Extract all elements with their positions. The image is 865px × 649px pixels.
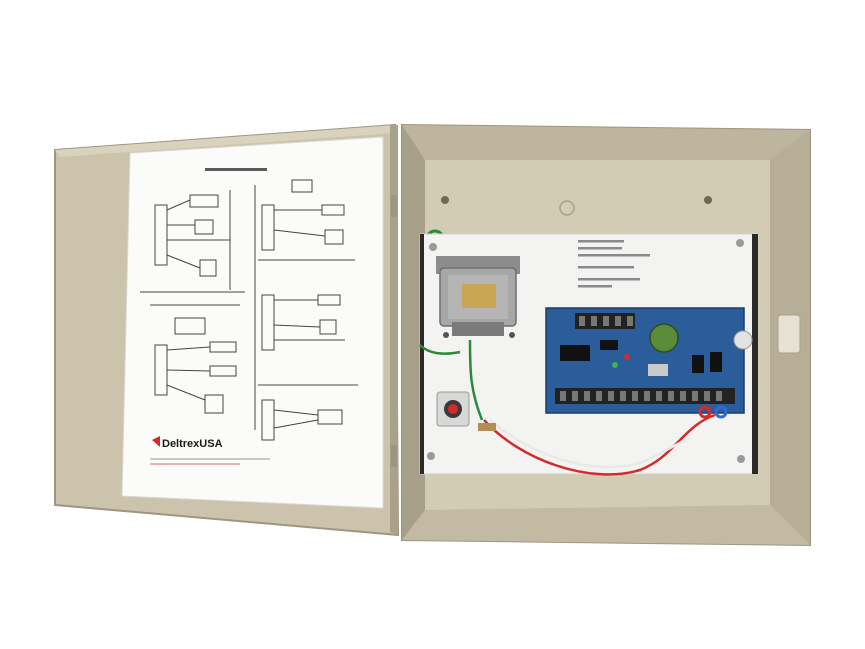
mount-keyhole-left (441, 196, 449, 204)
panel-screw-br (737, 455, 745, 463)
transformer (436, 256, 520, 338)
bottom-terminal-block (555, 388, 735, 404)
fuse-indicator (448, 404, 458, 414)
manual-sheet: DeltrexUSA (121, 136, 384, 509)
panel-screw-tl (429, 243, 437, 251)
top-terminal-block (575, 313, 635, 329)
transformer-label (462, 284, 496, 308)
door-hinge-bottom (391, 445, 397, 467)
power-supply-board (545, 307, 753, 419)
wiring (419, 339, 716, 476)
svg-text:DeltrexUSA: DeltrexUSA (162, 438, 223, 450)
capacitor (733, 330, 753, 350)
manual-logo: DeltrexUSA (152, 436, 223, 450)
panel-label-block (578, 240, 650, 288)
wiring-diagram-left (140, 190, 245, 414)
fuse-holder (436, 391, 496, 431)
wiring-diagram-right (254, 179, 358, 441)
panel-screw-bl (427, 452, 435, 460)
buzzer-component (649, 323, 679, 353)
door-hinge-top (391, 195, 397, 217)
panel-screw-tr (736, 239, 744, 247)
enclosure-latch (777, 314, 801, 354)
mount-keyhole-right (704, 196, 712, 204)
